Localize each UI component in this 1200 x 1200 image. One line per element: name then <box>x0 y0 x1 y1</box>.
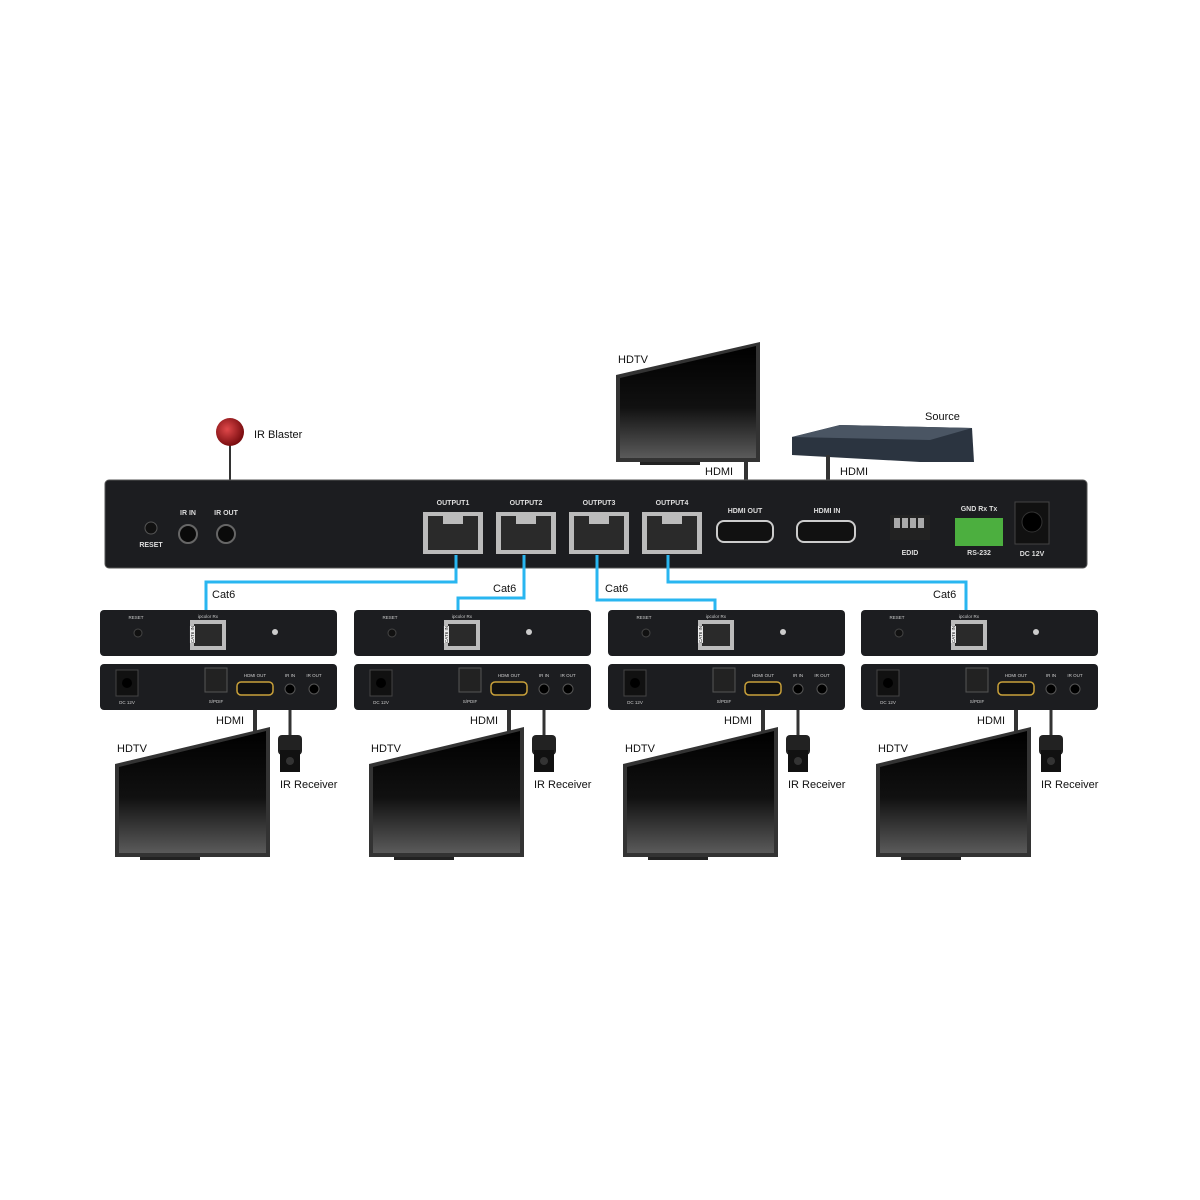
receiver-2 <box>354 610 591 710</box>
receiver-dc-label: DC 12V <box>627 700 643 705</box>
ir-receiver-2 <box>532 735 556 772</box>
hdmi-tv-label: HDMI <box>705 466 734 478</box>
receiver-4 <box>861 610 1098 710</box>
receiver-spdif-label: S/PDIF <box>208 699 224 704</box>
receiver-spdif-label: S/PDIF <box>462 699 478 704</box>
matrix-unit <box>104 479 1088 569</box>
output2-label: OUTPUT2 <box>509 500 543 507</box>
receiver-cat6-in-label: CAT6 IN <box>443 626 449 643</box>
source-player <box>792 425 974 462</box>
ir-in-label: IR IN <box>180 510 196 517</box>
zone-ir-receiver-label: IR Receiver <box>534 779 592 791</box>
receiver-dc-label: DC 12V <box>119 700 135 705</box>
zone-hdmi-label: HDMI <box>724 715 753 727</box>
source-label: Source <box>925 411 960 423</box>
ir-receiver-3 <box>786 735 810 772</box>
hdtv-top-label: HDTV <box>618 354 648 366</box>
receiver-hdmi-out-label: HDMI OUT <box>1004 673 1028 678</box>
receiver-ir-in-label: IR IN <box>284 673 296 678</box>
hdmi-in-label: HDMI IN <box>813 508 841 515</box>
receiver-ir-in-label: IR IN <box>792 673 804 678</box>
cat6-label-3: Cat6 <box>605 583 629 595</box>
ir-receiver-4 <box>1039 735 1063 772</box>
receiver-reset-label: RESET <box>636 615 652 620</box>
output4-port <box>642 512 702 554</box>
ir-receiver-1 <box>278 735 302 772</box>
zone-hdmi-label: HDMI <box>977 715 1006 727</box>
output1-port <box>423 512 483 554</box>
receiver-ir-out-label: IR OUT <box>1067 673 1083 678</box>
cat6-cable-4 <box>666 555 968 622</box>
hdtv-zone-4 <box>876 727 1031 860</box>
hdtv-zone-3 <box>623 727 778 860</box>
cat6-label-2: Cat6 <box>493 583 517 595</box>
hdtv-zone-2 <box>369 727 524 860</box>
receiver-cat6-in-label: CAT6 IN <box>950 626 956 643</box>
receiver-dc-label: DC 12V <box>373 700 389 705</box>
receiver-hdmi-out-label: HDMI OUT <box>497 673 521 678</box>
cat6-label-1: Cat6 <box>212 589 236 601</box>
output4-label: OUTPUT4 <box>655 500 689 507</box>
receiver-hdmi-out-label: HDMI OUT <box>243 673 267 678</box>
hdtv-zone-1 <box>115 727 270 860</box>
receiver-spdif-label: S/PDIF <box>969 699 985 704</box>
output3-label: OUTPUT3 <box>582 500 616 507</box>
hdtv-top <box>616 342 760 465</box>
dc-label: DC 12V <box>1019 551 1045 558</box>
zone-hdmi-label: HDMI <box>216 715 245 727</box>
zone-ir-receiver-label: IR Receiver <box>280 779 338 791</box>
receiver-ir-in-label: IR IN <box>1045 673 1057 678</box>
receiver-cat6-in-label: CAT6 IN <box>697 626 703 643</box>
zone-hdmi-label: HDMI <box>470 715 499 727</box>
receiver-3 <box>608 610 845 710</box>
ir-blaster <box>216 418 244 482</box>
zone-ir-receiver-label: IR Receiver <box>1041 779 1099 791</box>
receiver-reset-label: RESET <box>889 615 905 620</box>
receiver-port-label: ipcolor Rx <box>197 614 219 619</box>
zone-hdtv-label: HDTV <box>878 743 908 755</box>
receiver-reset-label: RESET <box>382 615 398 620</box>
zone-hdtv-label: HDTV <box>117 743 147 755</box>
cat6-cable-1 <box>204 555 458 622</box>
cat6-label-4: Cat6 <box>933 589 957 601</box>
ir-blaster-label: IR Blaster <box>254 429 303 441</box>
receiver-port-label: ipcolor Rx <box>451 614 473 619</box>
receiver-ir-out-label: IR OUT <box>814 673 830 678</box>
receiver-1 <box>100 610 337 710</box>
receiver-ir-in-label: IR IN <box>538 673 550 678</box>
receiver-reset-label: RESET <box>128 615 144 620</box>
hdmi-out-label: HDMI OUT <box>727 508 763 515</box>
receiver-ir-out-label: IR OUT <box>560 673 576 678</box>
edid-label: EDID <box>901 550 919 557</box>
rs232-pins-label: GND Rx Tx <box>960 506 998 513</box>
hdmi-source-label: HDMI <box>840 466 869 478</box>
zone-hdtv-label: HDTV <box>625 743 655 755</box>
receiver-dc-label: DC 12V <box>880 700 896 705</box>
ir-out-label: IR OUT <box>214 510 238 517</box>
receiver-cat6-in-label: CAT6 IN <box>189 626 195 643</box>
reset-label: RESET <box>139 542 163 549</box>
receiver-port-label: ipcolor Rx <box>958 614 980 619</box>
receiver-spdif-label: S/PDIF <box>716 699 732 704</box>
zone-ir-receiver-label: IR Receiver <box>788 779 846 791</box>
receiver-port-label: ipcolor Rx <box>705 614 727 619</box>
zone-hdtv-label: HDTV <box>371 743 401 755</box>
output1-label: OUTPUT1 <box>436 500 470 507</box>
receiver-ir-out-label: IR OUT <box>306 673 322 678</box>
output3-port <box>569 512 629 554</box>
output2-port <box>496 512 556 554</box>
rs232-label: RS-232 <box>967 550 991 557</box>
receiver-hdmi-out-label: HDMI OUT <box>751 673 775 678</box>
